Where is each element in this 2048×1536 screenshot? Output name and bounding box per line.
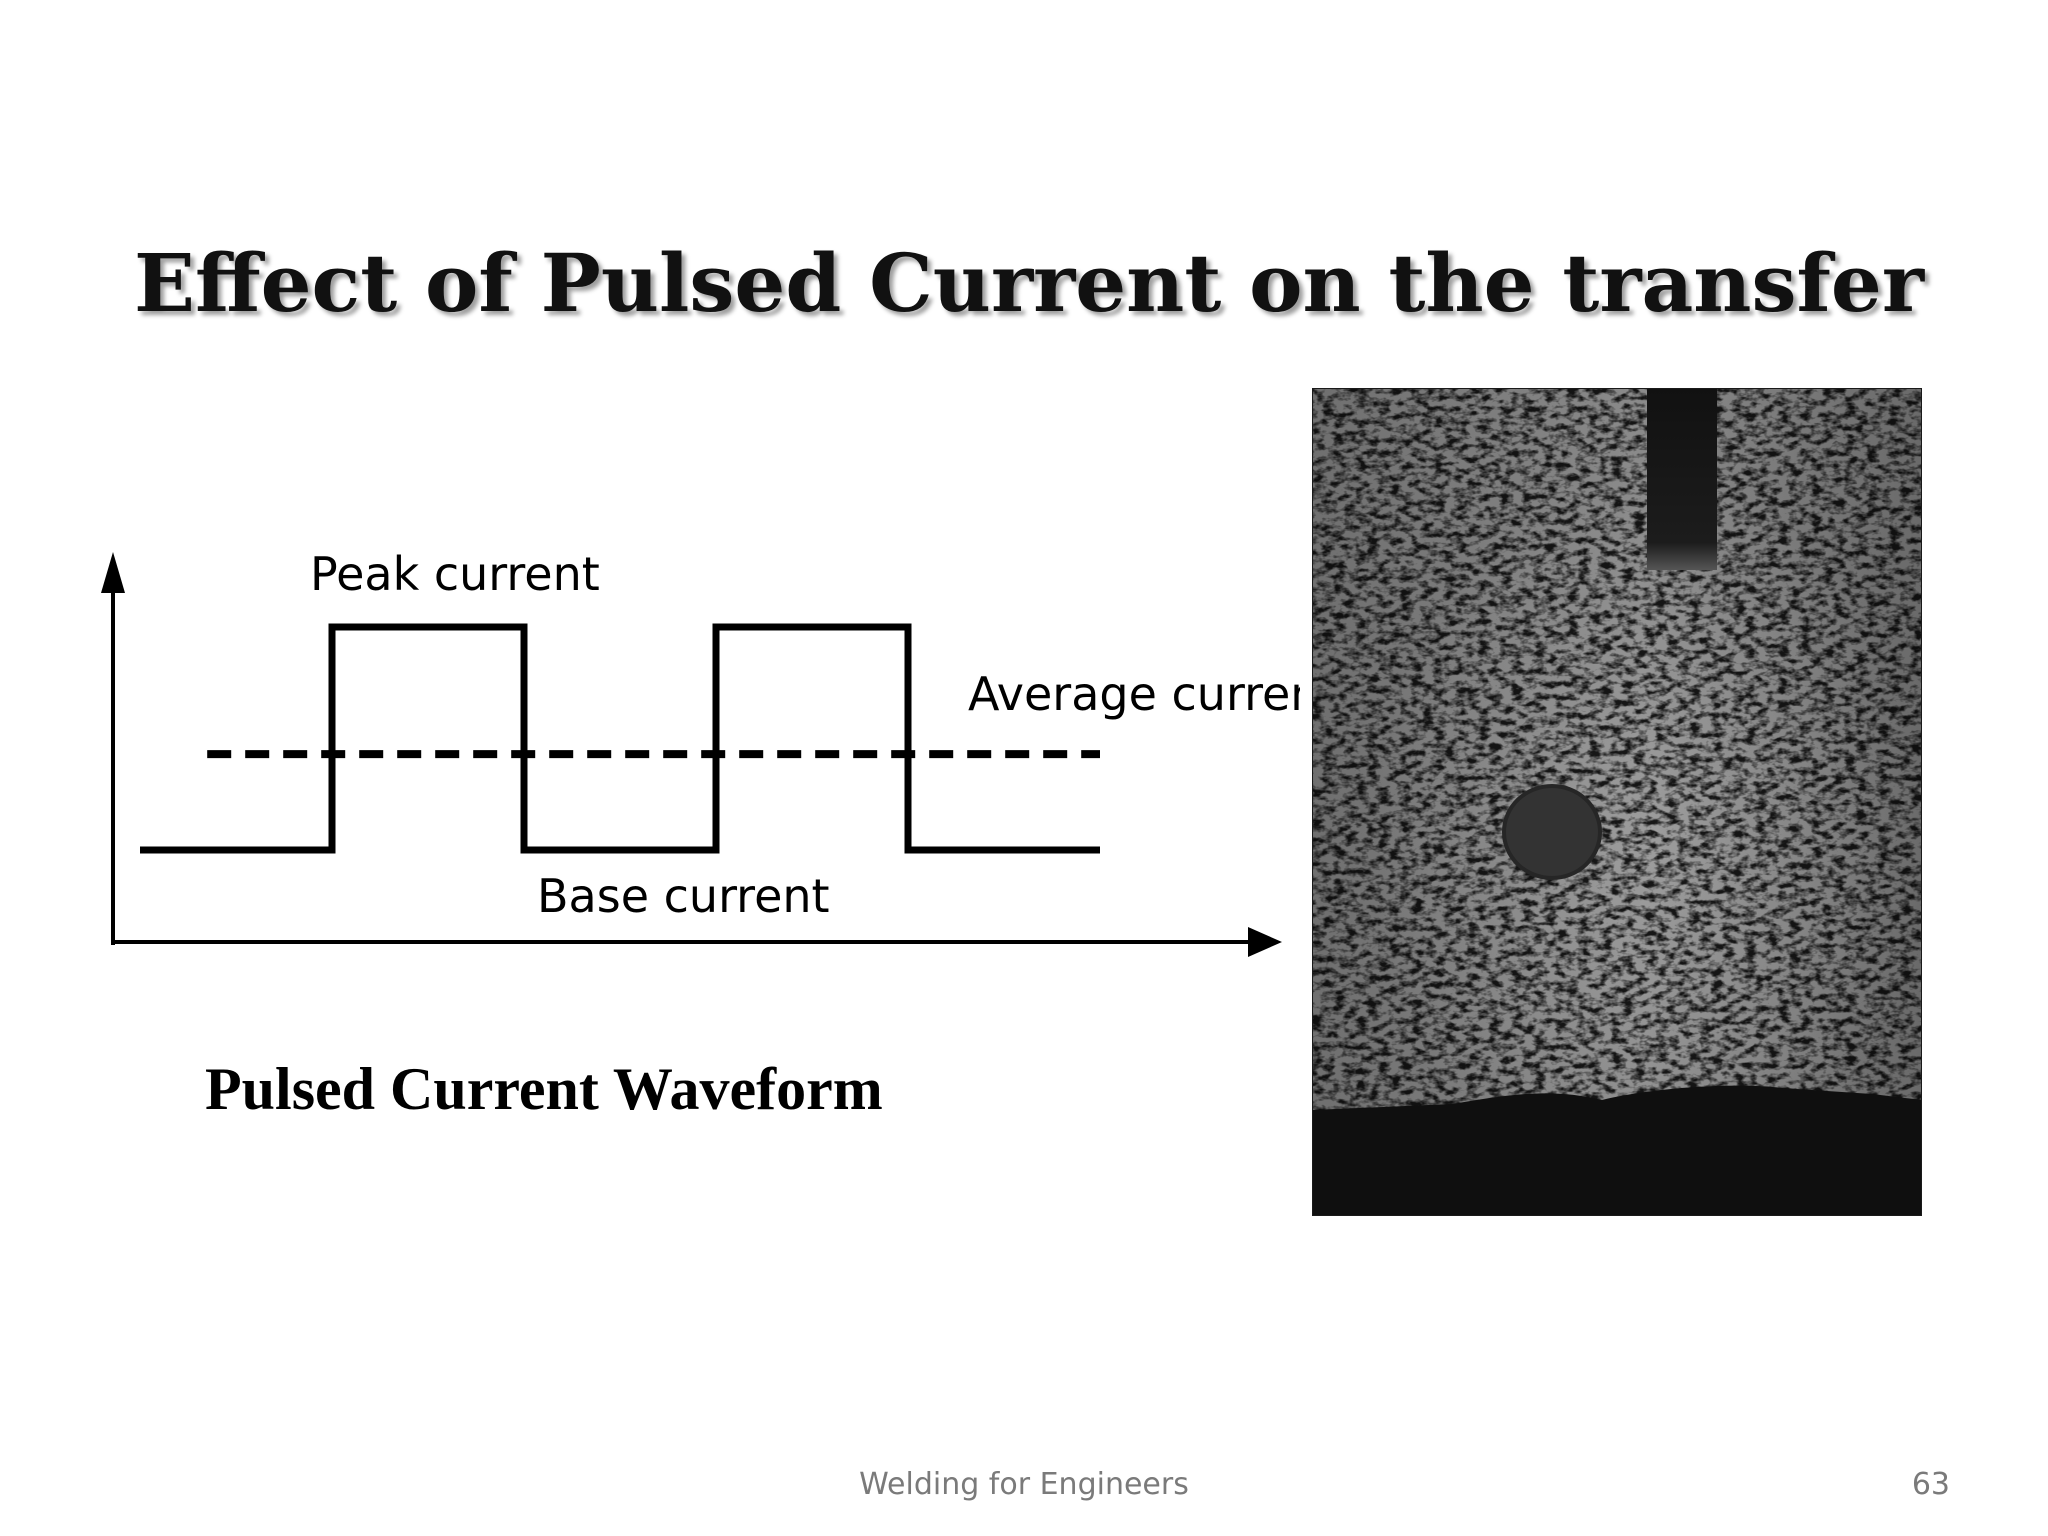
droplet — [1504, 786, 1600, 878]
peak-current-label: Peak current — [310, 547, 600, 601]
droplet-transfer-photo — [1312, 388, 1922, 1216]
pulse-waveform — [140, 623, 1100, 854]
base-plate — [1312, 1085, 1922, 1216]
photo-speckle — [1312, 388, 1922, 1118]
droplet-rim — [1502, 784, 1602, 880]
x-axis-arrow — [1248, 927, 1282, 957]
y-axis-arrow — [101, 552, 125, 593]
electrode — [1647, 388, 1717, 570]
slide-title: Effect of Pulsed Current on the transfer — [134, 236, 1924, 330]
footer-text: Welding for Engineers — [859, 1467, 1189, 1502]
page-number: 63 — [1911, 1467, 1950, 1502]
pulsed-current-diagram: Peak current Average current Base curren… — [101, 547, 1300, 957]
diagram-caption: Pulsed Current Waveform — [205, 1056, 883, 1122]
average-current-label: Average current — [968, 667, 1300, 721]
base-current-label: Base current — [537, 869, 830, 923]
